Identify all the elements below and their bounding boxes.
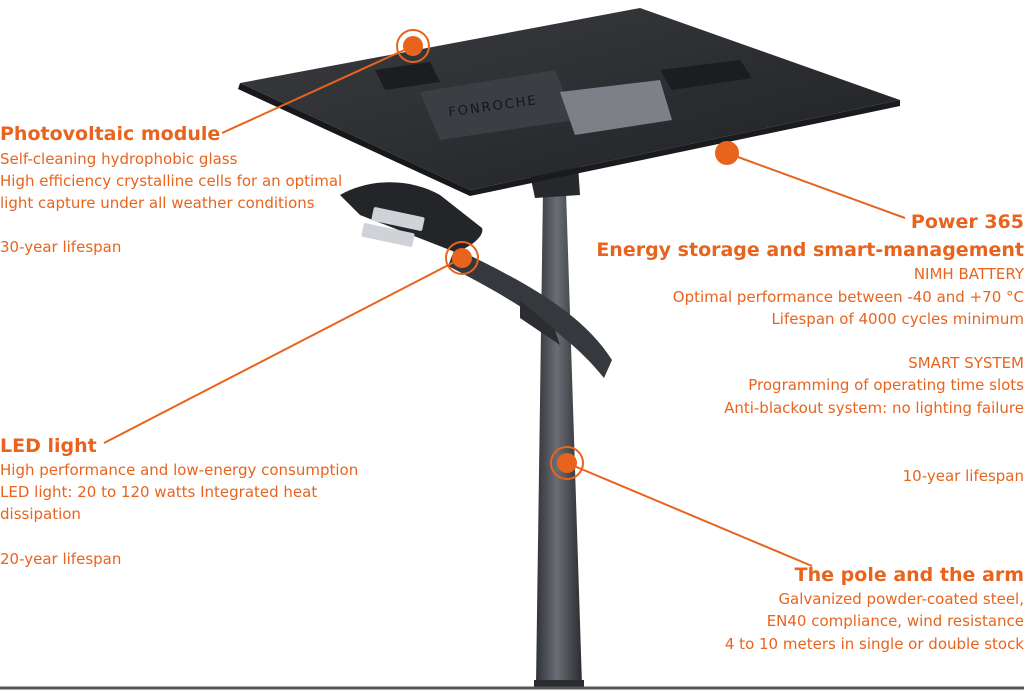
leader-pole bbox=[566, 462, 813, 567]
pole-line-2: EN40 compliance, wind resistance bbox=[766, 612, 1024, 630]
led-line-1: High performance and low-energy consumpt… bbox=[0, 461, 359, 479]
mount-plate bbox=[420, 70, 575, 140]
photovoltaic-lifespan: 30-year lifespan bbox=[0, 238, 122, 256]
led-lifespan: 20-year lifespan bbox=[0, 550, 122, 568]
leader-led bbox=[103, 257, 463, 444]
smart-heading: SMART SYSTEM bbox=[908, 354, 1024, 372]
mount-rail-right bbox=[660, 60, 752, 90]
solar-panel-edge bbox=[238, 83, 470, 196]
power-lifespan: 10-year lifespan bbox=[902, 467, 1024, 485]
photovoltaic-line-1: Self-cleaning hydrophobic glass bbox=[0, 150, 238, 168]
leader-photovoltaic bbox=[221, 45, 414, 134]
led-line-3: dissipation bbox=[0, 505, 81, 523]
leader-power bbox=[726, 152, 906, 219]
photovoltaic-line-3: light capture under all weather conditio… bbox=[0, 194, 315, 212]
battery-line-2: Lifespan of 4000 cycles minimum bbox=[771, 310, 1024, 328]
led-arm-lower bbox=[520, 300, 560, 345]
led-arm bbox=[448, 248, 612, 378]
pole-line-1: Galvanized powder-coated steel, bbox=[778, 590, 1024, 608]
led-panel-1 bbox=[371, 207, 425, 231]
photovoltaic-line-2: High efficiency crystalline cells for an… bbox=[0, 172, 343, 190]
pole-base bbox=[534, 680, 584, 688]
led-panel-2 bbox=[361, 223, 415, 247]
solar-panel-edge-right bbox=[470, 100, 900, 196]
marker-photovoltaic bbox=[396, 29, 430, 63]
power-title: Power 365 bbox=[910, 211, 1024, 233]
smart-line-2: Anti-blackout system: no lighting failur… bbox=[724, 399, 1024, 417]
led-title: LED light bbox=[0, 435, 97, 457]
marker-power bbox=[715, 141, 739, 165]
battery-line-1: Optimal performance between -40 and +70 … bbox=[672, 288, 1024, 306]
marker-pole bbox=[550, 446, 584, 480]
smart-line-1: Programming of operating time slots bbox=[748, 376, 1024, 394]
led-line-2: LED light: 20 to 120 watts Integrated he… bbox=[0, 483, 318, 501]
power-subtitle: Energy storage and smart-management bbox=[596, 239, 1024, 261]
marker-led bbox=[445, 241, 479, 275]
battery-box bbox=[560, 80, 672, 135]
pole bbox=[536, 190, 582, 685]
mount-rail-left bbox=[375, 62, 440, 90]
battery-heading: NIMH BATTERY bbox=[913, 265, 1024, 283]
pole-title: The pole and the arm bbox=[794, 564, 1024, 586]
pole-line-3: 4 to 10 meters in single or double stock bbox=[724, 635, 1024, 653]
photovoltaic-title: Photovoltaic module bbox=[0, 123, 221, 145]
